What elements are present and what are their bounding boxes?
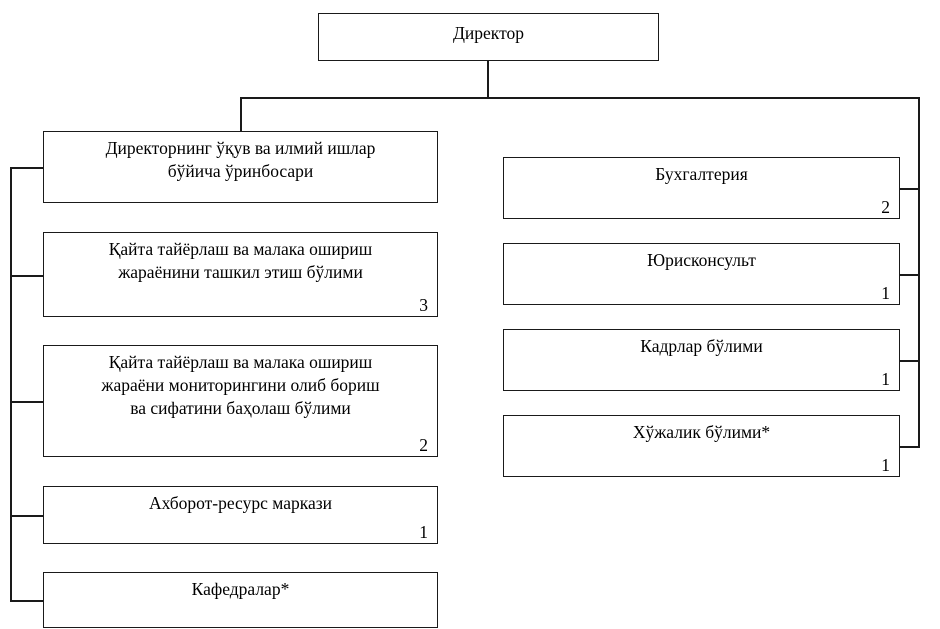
node-label: Қайта тайёрлаш ва малака ошириш жараёни … [101, 352, 380, 418]
connector-right-stub-2 [899, 274, 920, 276]
node-count: 1 [881, 282, 890, 303]
node-label: Бухгалтерия [655, 164, 748, 184]
node-label: Хўжалик бўлими* [632, 422, 771, 442]
connector-left-stub-4 [10, 515, 44, 517]
node-hr-department[interactable]: Кадрлар бўлими 1 [503, 329, 900, 391]
connector-left-spine [10, 167, 12, 601]
connector-right-spine [918, 97, 920, 446]
connector-main-bus [240, 97, 919, 99]
node-deputy-director[interactable]: Директорнинг ўқув ва илмий ишлар бўйича … [43, 131, 438, 203]
connector-right-stub-1 [899, 188, 920, 190]
connector-left-stub-5 [10, 600, 44, 602]
connector-right-stub-3 [899, 360, 920, 362]
node-count: 3 [419, 294, 428, 315]
node-label: Директор [452, 23, 524, 43]
node-facilities-department[interactable]: Хўжалик бўлими* 1 [503, 415, 900, 477]
node-accounting[interactable]: Бухгалтерия 2 [503, 157, 900, 219]
connector-left-drop [240, 97, 242, 131]
node-label: Кадрлар бўлими [640, 336, 763, 356]
node-count: 1 [881, 368, 890, 389]
node-departments-kafedra[interactable]: Кафедралар* [43, 572, 438, 628]
node-count: 2 [881, 196, 890, 217]
connector-left-stub-3 [10, 401, 44, 403]
node-label: Кафедралар* [191, 579, 290, 599]
node-label: Директорнинг ўқув ва илмий ишлар бўйича … [105, 138, 376, 181]
node-label: Юрисконсульт [647, 250, 756, 270]
node-label: Ахборот-ресурс маркази [148, 493, 332, 513]
connector-root-stem [487, 60, 489, 98]
node-count: 2 [419, 434, 428, 455]
connector-right-stub-4 [899, 446, 920, 448]
node-count: 1 [419, 521, 428, 542]
node-count: 1 [881, 454, 890, 475]
connector-left-stub-1 [10, 167, 44, 169]
node-label: Қайта тайёрлаш ва малака ошириш жараёнин… [108, 239, 373, 282]
node-legal-counsel[interactable]: Юрисконсульт 1 [503, 243, 900, 305]
connector-left-stub-2 [10, 275, 44, 277]
node-information-resource-center[interactable]: Ахборот-ресурс маркази 1 [43, 486, 438, 544]
node-monitoring-quality-dept[interactable]: Қайта тайёрлаш ва малака ошириш жараёни … [43, 345, 438, 457]
node-retraining-organization-dept[interactable]: Қайта тайёрлаш ва малака ошириш жараёнин… [43, 232, 438, 317]
node-director[interactable]: Директор [318, 13, 659, 61]
